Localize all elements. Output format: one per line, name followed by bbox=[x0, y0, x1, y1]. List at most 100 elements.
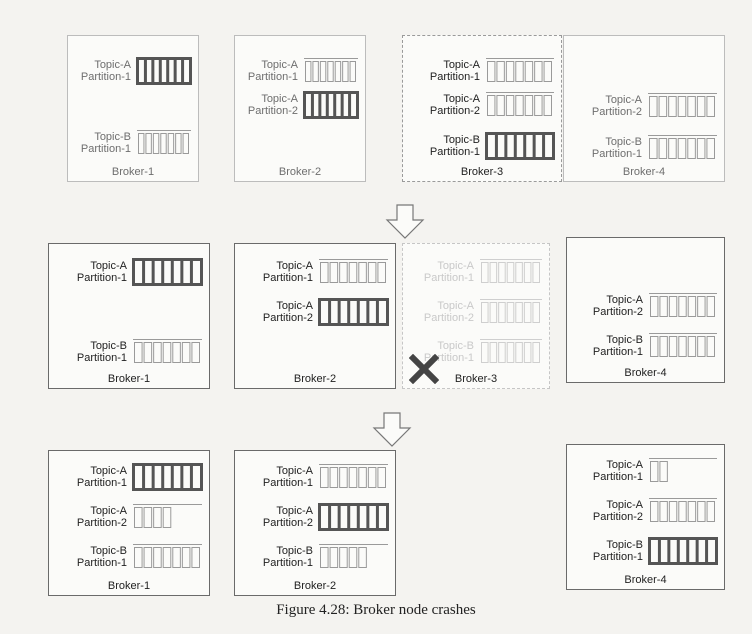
topic-name: Topic-A bbox=[261, 93, 298, 105]
partition-log-follower bbox=[318, 543, 389, 576]
partition-name: Partition-1 bbox=[80, 71, 131, 83]
partition-name: Partition-2 bbox=[262, 312, 313, 324]
partition-log-faint bbox=[479, 298, 543, 331]
log-segment bbox=[153, 342, 162, 363]
partition-log-follower bbox=[648, 457, 718, 490]
log-segment bbox=[489, 262, 498, 283]
log-outline bbox=[648, 537, 718, 565]
log-segment bbox=[348, 467, 358, 488]
topic-name: Topic-A bbox=[276, 505, 313, 517]
log-segment bbox=[687, 296, 697, 317]
log-segment bbox=[650, 296, 659, 317]
broker-name: Broker-2 bbox=[293, 373, 337, 385]
log-segment bbox=[377, 467, 386, 488]
partition-log-follower bbox=[132, 543, 203, 576]
log-segment bbox=[143, 507, 153, 528]
log-segment bbox=[532, 302, 540, 323]
log-segment bbox=[523, 342, 532, 363]
log-segment bbox=[524, 95, 534, 116]
log-segment bbox=[687, 138, 696, 159]
log-segment bbox=[506, 262, 515, 283]
partition-log-follower bbox=[303, 57, 359, 90]
log-outline bbox=[318, 503, 389, 531]
log-segment bbox=[515, 302, 523, 323]
broker-name: Broker-1 bbox=[107, 580, 151, 592]
partition-name: Partition-1 bbox=[592, 471, 643, 483]
topic-name: Topic-B bbox=[90, 340, 127, 352]
partition-log-leader bbox=[318, 298, 389, 331]
log-segment bbox=[320, 262, 329, 283]
log-segment bbox=[138, 133, 145, 154]
log-segment bbox=[523, 302, 532, 323]
down-arrow-icon bbox=[385, 204, 425, 245]
log-segment bbox=[677, 96, 687, 117]
log-segment bbox=[339, 262, 348, 283]
log-segment bbox=[143, 342, 153, 363]
log-segment bbox=[181, 547, 191, 568]
log-segment bbox=[505, 95, 515, 116]
partition-log-follower bbox=[648, 292, 718, 325]
log-segment bbox=[320, 467, 329, 488]
partition-log-follower bbox=[648, 332, 718, 365]
log-segment bbox=[649, 138, 658, 159]
log-segment bbox=[358, 467, 367, 488]
log-segment bbox=[162, 547, 172, 568]
broker-name: Broker-3 bbox=[454, 373, 498, 385]
topic-name: Topic-A bbox=[94, 59, 131, 71]
partition-log-leader bbox=[318, 503, 389, 536]
topic-name: Topic-A bbox=[261, 59, 298, 71]
log-segment bbox=[697, 501, 706, 522]
partition-name: Partition-1 bbox=[262, 477, 313, 489]
log-segment bbox=[348, 262, 358, 283]
down-arrow-icon bbox=[372, 412, 412, 453]
topic-name: Topic-A bbox=[276, 260, 313, 272]
partition-name: Partition-1 bbox=[423, 272, 474, 284]
log-segment bbox=[697, 336, 706, 357]
log-segment bbox=[172, 547, 181, 568]
log-segment bbox=[524, 61, 534, 82]
partition-log-leader bbox=[485, 132, 555, 165]
partition-name: Partition-1 bbox=[247, 71, 298, 83]
log-segment bbox=[160, 133, 167, 154]
topic-name: Topic-B bbox=[276, 545, 313, 557]
log-segment bbox=[329, 467, 339, 488]
log-segment bbox=[515, 342, 523, 363]
log-segment bbox=[498, 262, 506, 283]
log-segment bbox=[706, 336, 716, 357]
log-segment bbox=[349, 61, 357, 82]
partition-log-follower bbox=[318, 258, 389, 291]
log-segment bbox=[334, 61, 342, 82]
log-outline bbox=[132, 463, 203, 491]
broker-name: Broker-4 bbox=[624, 367, 667, 379]
log-segment bbox=[152, 133, 160, 154]
partition-name: Partition-2 bbox=[591, 106, 642, 118]
log-segment bbox=[515, 61, 524, 82]
partition-name: Partition-1 bbox=[76, 557, 127, 569]
log-segment bbox=[659, 501, 668, 522]
topic-name: Topic-A bbox=[606, 294, 643, 306]
topic-name: Topic-A bbox=[276, 465, 313, 477]
log-segment bbox=[658, 96, 668, 117]
topic-name: Topic-A bbox=[606, 459, 643, 471]
partition-log-follower bbox=[647, 134, 718, 167]
log-segment bbox=[506, 302, 515, 323]
partition-log-leader bbox=[132, 258, 203, 291]
log-segment bbox=[489, 302, 498, 323]
topic-name: Topic-A bbox=[606, 499, 643, 511]
partition-name: Partition-2 bbox=[247, 105, 298, 117]
log-segment bbox=[167, 133, 175, 154]
partition-name: Partition-2 bbox=[592, 511, 643, 523]
partition-name: Partition-1 bbox=[262, 557, 313, 569]
